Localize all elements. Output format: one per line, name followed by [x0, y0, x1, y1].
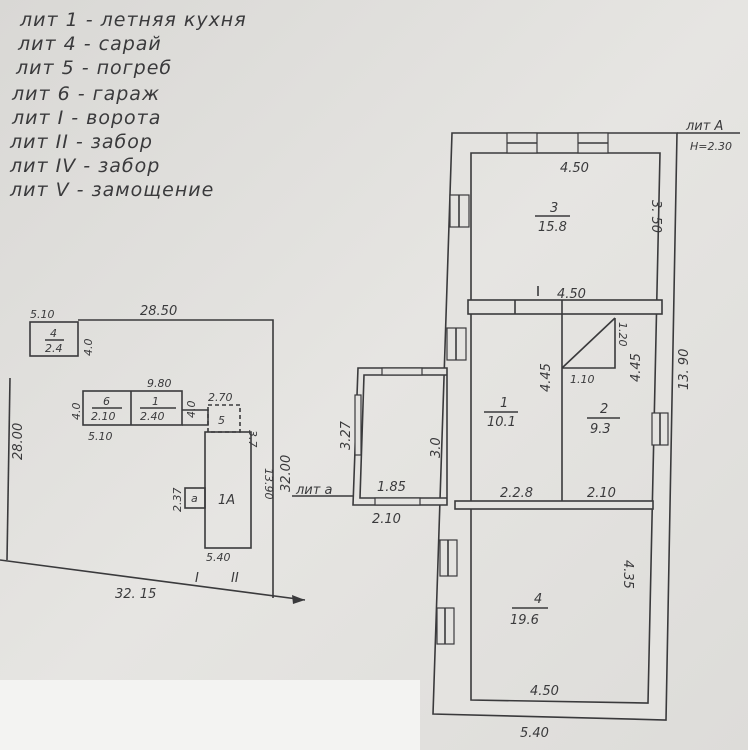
- fence-label: II: [231, 571, 239, 586]
- window-icon: [506, 132, 538, 154]
- annex-a-label: а: [191, 492, 198, 505]
- room3-width: 4.50: [560, 161, 589, 176]
- partition-wall: [467, 299, 663, 315]
- closet: [562, 318, 616, 369]
- annex-title: лит а: [295, 483, 332, 498]
- room2-area: 9.3: [590, 422, 611, 437]
- annex-a-depth: 2.37: [171, 488, 184, 513]
- room2-width: 2.10: [587, 486, 616, 501]
- room4-width: 4.50: [530, 684, 559, 699]
- window-icon: [439, 539, 458, 577]
- partition-wall-lower: [454, 500, 654, 510]
- house-plan: лит А Н=2.30 13. 90 5.40 4.50 3. 50 3 15…: [292, 119, 740, 741]
- legend: лит 1 - летняя кухня лит 4 - сарай лит 5…: [9, 9, 247, 201]
- closet-diagonal: [561, 317, 616, 369]
- arrow-icon: [292, 595, 305, 604]
- building-lit4: [29, 321, 79, 357]
- lit5-number: 5: [218, 414, 225, 427]
- lit1A-label: 1А: [218, 493, 235, 508]
- annex-depth: 3.27: [339, 420, 354, 450]
- paper-edge: [0, 680, 420, 750]
- room4-depth: 4.35: [620, 560, 635, 589]
- legend-item: лит 4 - сарай: [17, 33, 162, 55]
- room1-area: 10.1: [487, 415, 516, 430]
- window-icon: [354, 394, 362, 456]
- wall-opening: 3.0: [429, 437, 444, 458]
- annex-outer-width: 2.10: [372, 512, 401, 527]
- gate-label: I: [195, 571, 199, 586]
- legend-item: лит 1 - летняя кухня: [19, 9, 247, 31]
- closet-depth: 1.20: [616, 322, 629, 347]
- lit1-area: 2.40: [140, 410, 165, 423]
- site-bottom-width: 32. 15: [115, 587, 156, 602]
- room1-depth: 4.45: [539, 363, 554, 392]
- fence-top-right: [78, 319, 274, 598]
- window-icon: [651, 412, 669, 446]
- legend-item: лит II - забор: [9, 131, 153, 153]
- lit6-area: 2.10: [91, 410, 116, 423]
- room1-width: 2.2.8: [500, 486, 533, 501]
- lit1-number: 1: [152, 395, 159, 408]
- house-title: лит А: [685, 119, 723, 134]
- legend-item: лит I - ворота: [11, 107, 161, 129]
- house-height: Н=2.30: [690, 140, 732, 153]
- fence-left: [6, 377, 11, 561]
- legend-item: лит 5 - погреб: [15, 57, 172, 79]
- lit6-depth: 4.0: [70, 403, 83, 421]
- window-icon: [446, 327, 467, 361]
- building-lit5: [207, 404, 241, 433]
- house-overall-depth: 13. 90: [677, 349, 692, 390]
- legend-item: лит IV - забор: [9, 155, 160, 177]
- lit5-width: 2.70: [208, 391, 233, 404]
- lit6-number: 6: [103, 395, 110, 408]
- closet-width: 1.10: [570, 373, 595, 386]
- window-icon: [577, 132, 609, 154]
- site-right-depth: 32.00: [279, 455, 294, 492]
- annex-inner-width: 1.85: [377, 480, 406, 495]
- room3-area: 15.8: [538, 220, 567, 235]
- room2-number: 2: [600, 402, 608, 417]
- annex-a: [184, 487, 206, 509]
- window-icon: [381, 367, 423, 376]
- legend-item: лит 6 - гараж: [11, 83, 160, 105]
- room4-area: 19.6: [510, 613, 539, 628]
- room3-number: 3: [550, 201, 558, 216]
- room2-depth: 4.45: [629, 353, 644, 382]
- window-icon: [436, 607, 455, 645]
- lit4-width: 5.10: [30, 308, 55, 321]
- lit1A-width: 5.40: [206, 551, 231, 564]
- lit4-depth: 4.0: [82, 339, 95, 357]
- site-left-depth: 28.00: [11, 423, 26, 460]
- partition-width: 4.50: [557, 287, 586, 302]
- house-overall-width: 5.40: [520, 726, 549, 741]
- site-top-width: 28.50: [140, 304, 177, 319]
- lit5-depth: 3.7: [246, 430, 259, 448]
- building-lit6-lit1: [82, 390, 183, 426]
- room4-number: 4: [534, 592, 542, 607]
- outbuildings-width: 9.80: [147, 377, 172, 390]
- site-plan: 28.50 28.00 32.00 32. 15 4 2.4 5.10 4.0 …: [0, 304, 306, 604]
- lit1A-depth: 13.90: [262, 468, 275, 500]
- lit4-number: 4: [50, 327, 57, 340]
- lit6-width: 5.10: [88, 430, 113, 443]
- lit4-area: 2.4: [45, 342, 63, 355]
- legend-item: лит V - замощение: [9, 179, 214, 201]
- window-icon: [449, 194, 470, 228]
- window-icon: [374, 497, 421, 506]
- fence-bottom: [0, 559, 306, 601]
- room1-number: 1: [500, 396, 508, 411]
- room3-depth: 3. 50: [648, 200, 663, 233]
